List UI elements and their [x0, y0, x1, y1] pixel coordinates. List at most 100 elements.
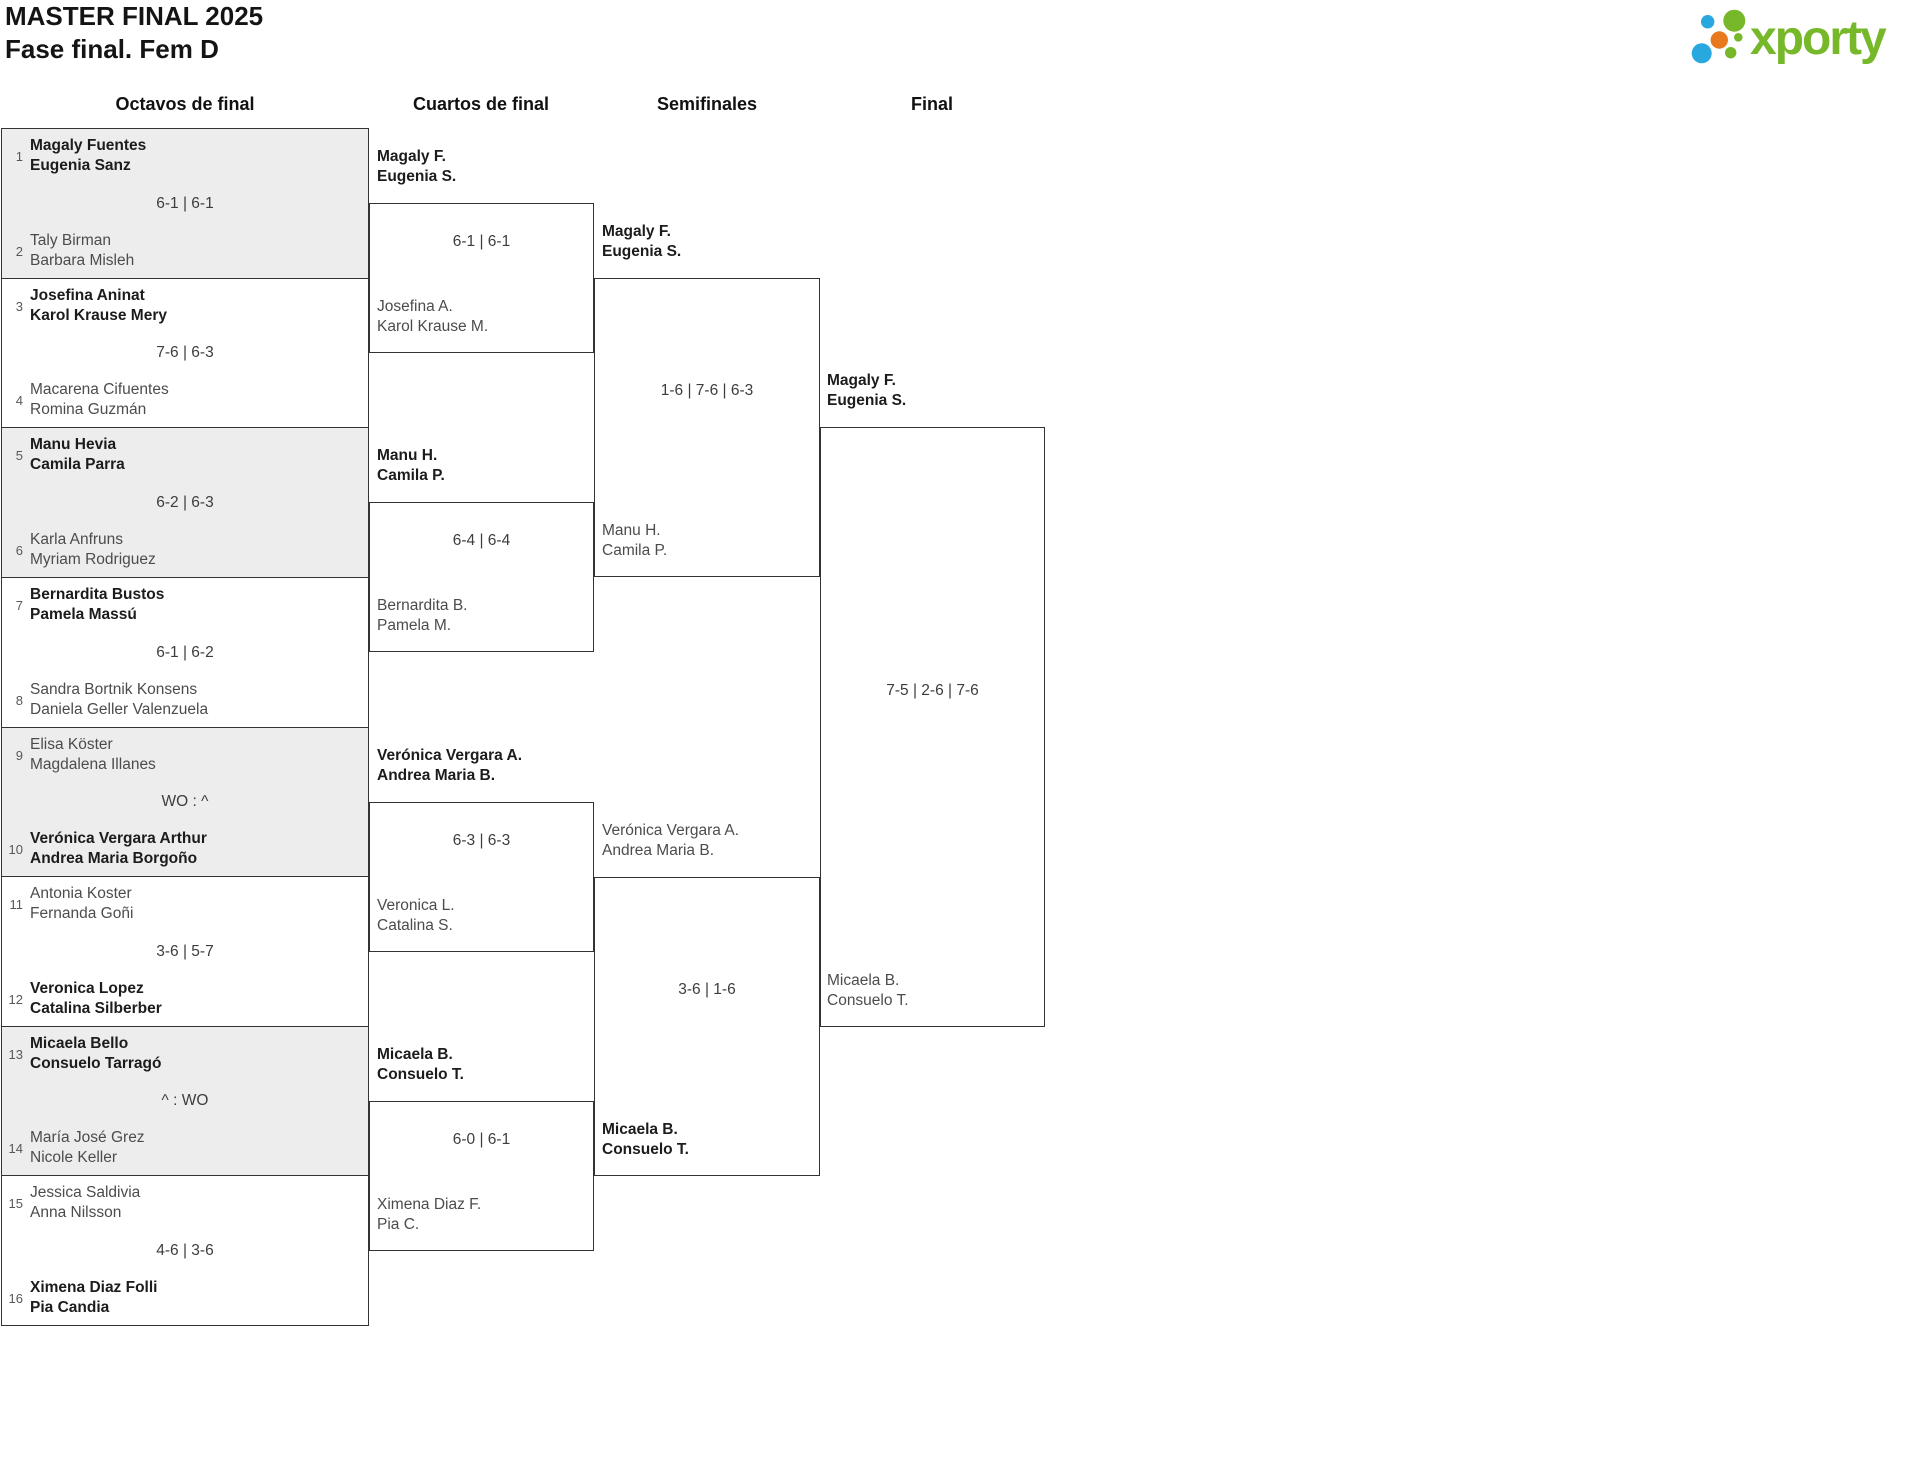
seed-number: 9	[15, 747, 23, 763]
seed-number: 2	[15, 243, 23, 259]
player-name: Eugenia Sanz	[30, 157, 131, 174]
seed-number: 4	[15, 392, 23, 408]
seed-number: 7	[15, 597, 23, 613]
match-score: 6-1 | 6-2	[156, 643, 214, 661]
player-name: Consuelo Tarragó	[30, 1055, 162, 1072]
seed-number: 3	[15, 298, 23, 314]
advancing-team-label: Micaela B. Consuelo T.	[377, 1045, 464, 1085]
player-name: Micaela B.	[602, 1121, 678, 1138]
advancing-team-label: Bernardita B.Pamela M.	[377, 596, 467, 636]
player-name: Micaela Bello	[30, 1035, 129, 1052]
match-score: 6-4 | 6-4	[452, 532, 511, 549]
column-header-final: Final	[910, 94, 954, 114]
match-box-sf-1	[594, 278, 820, 577]
player-name: Ximena Diaz F.	[377, 1196, 482, 1213]
advancing-team-label: Magaly F. Eugenia S.	[377, 147, 456, 187]
player-name: Eugenia S.	[377, 168, 457, 185]
match-box-qf-2	[369, 502, 594, 652]
player-name: Karol Krause M.	[377, 318, 489, 335]
match-score: 7-5 | 2-6 | 7-6	[886, 682, 979, 699]
seed-number: 14	[8, 1140, 23, 1156]
advancing-team-label: Verónica Vergara A.Andrea Maria B.	[377, 746, 522, 786]
logo-dot-green-small	[1725, 47, 1737, 59]
xporty-wordmark: xporty	[1750, 12, 1887, 65]
logo-dot-blue-small	[1701, 15, 1715, 29]
player-name: Ximena Diaz Folli	[30, 1279, 158, 1296]
player-name: Myriam Rodriguez	[30, 551, 156, 568]
match-score: 6-0 | 6-1	[452, 1131, 511, 1148]
player-name: Consuelo T.	[602, 1141, 689, 1158]
player-name: Macarena Cifuentes	[30, 381, 169, 398]
player-name: Verónica Vergara A.	[602, 822, 740, 839]
match-score: 7-6 | 6-3	[156, 344, 214, 361]
player-name: Andrea Maria Borgoño	[30, 850, 198, 867]
player-name: Barbara Misleh	[30, 252, 135, 269]
player-name: Consuelo T.	[827, 992, 909, 1009]
player-name: Manu Hevia	[30, 436, 117, 453]
player-name: Nicole Keller	[30, 1149, 118, 1166]
match-score: 3-6 | 1-6	[678, 981, 736, 998]
advancing-team-label: Micaela B. Consuelo T.	[602, 1120, 689, 1160]
match-box-qf-1	[369, 203, 594, 353]
match-score: 6-2 | 6-3	[156, 493, 214, 511]
seed-number: 15	[8, 1195, 23, 1211]
seed-number: 12	[8, 991, 23, 1007]
player-name: Andrea Maria B.	[377, 767, 496, 784]
player-name: Magaly F.	[377, 148, 446, 165]
player-name: Magaly Fuentes	[30, 137, 147, 154]
page-subtitle: Fase final. Fem D	[5, 34, 219, 64]
player-name: Micaela B.	[377, 1046, 453, 1063]
player-name: Karla Anfruns	[30, 531, 124, 548]
column-header-octavos: Octavos de final	[115, 94, 255, 114]
advancing-team-label: Micaela B.Consuelo T.	[827, 971, 909, 1011]
player-name: Pamela Massú	[30, 606, 137, 623]
player-name: Pia Candia	[30, 1299, 110, 1316]
player-name: Bernardita B.	[377, 597, 468, 614]
xporty-logo[interactable]: xporty	[1686, 5, 1916, 67]
logo-dot-green-tiny	[1734, 33, 1743, 42]
seed-number: 1	[15, 148, 23, 164]
seed-number: 8	[15, 692, 23, 708]
player-name: Consuelo T.	[377, 1066, 464, 1083]
advancing-team-label: Ximena Diaz F. Pia C.	[377, 1195, 481, 1235]
player-name: Magaly F.	[602, 223, 671, 240]
advancing-team-label: Magaly F.Eugenia S.	[602, 222, 681, 262]
advancing-team-label: Veronica L.Catalina S.	[377, 896, 455, 936]
seed-number: 11	[9, 896, 24, 912]
seed-number: 10	[8, 841, 23, 857]
match-score: 4-6 | 3-6	[156, 1241, 214, 1259]
match-score: 1-6 | 7-6 | 6-3	[660, 382, 754, 399]
player-name: María José Grez	[30, 1129, 145, 1146]
player-name: Verónica Vergara Arthur	[30, 830, 207, 847]
player-name: Camila P.	[377, 467, 445, 484]
player-name: Veronica Lopez	[30, 980, 144, 997]
match-box-final	[820, 427, 1045, 1027]
player-name: Veronica L.	[377, 897, 455, 914]
column-header-cuartos: Cuartos de final	[412, 94, 550, 114]
player-name: Pia C.	[377, 1216, 420, 1233]
seed-number: 13	[8, 1046, 23, 1062]
match-score: 6-1 | 6-1	[452, 233, 511, 250]
player-name: Anna Nilsson	[30, 1204, 122, 1221]
match-score: 3-6 | 5-7	[156, 942, 214, 960]
column-header-semifinales: Semifinales	[656, 94, 758, 114]
player-name: Catalina Silberber	[30, 1000, 162, 1017]
seed-number: 16	[8, 1290, 23, 1306]
